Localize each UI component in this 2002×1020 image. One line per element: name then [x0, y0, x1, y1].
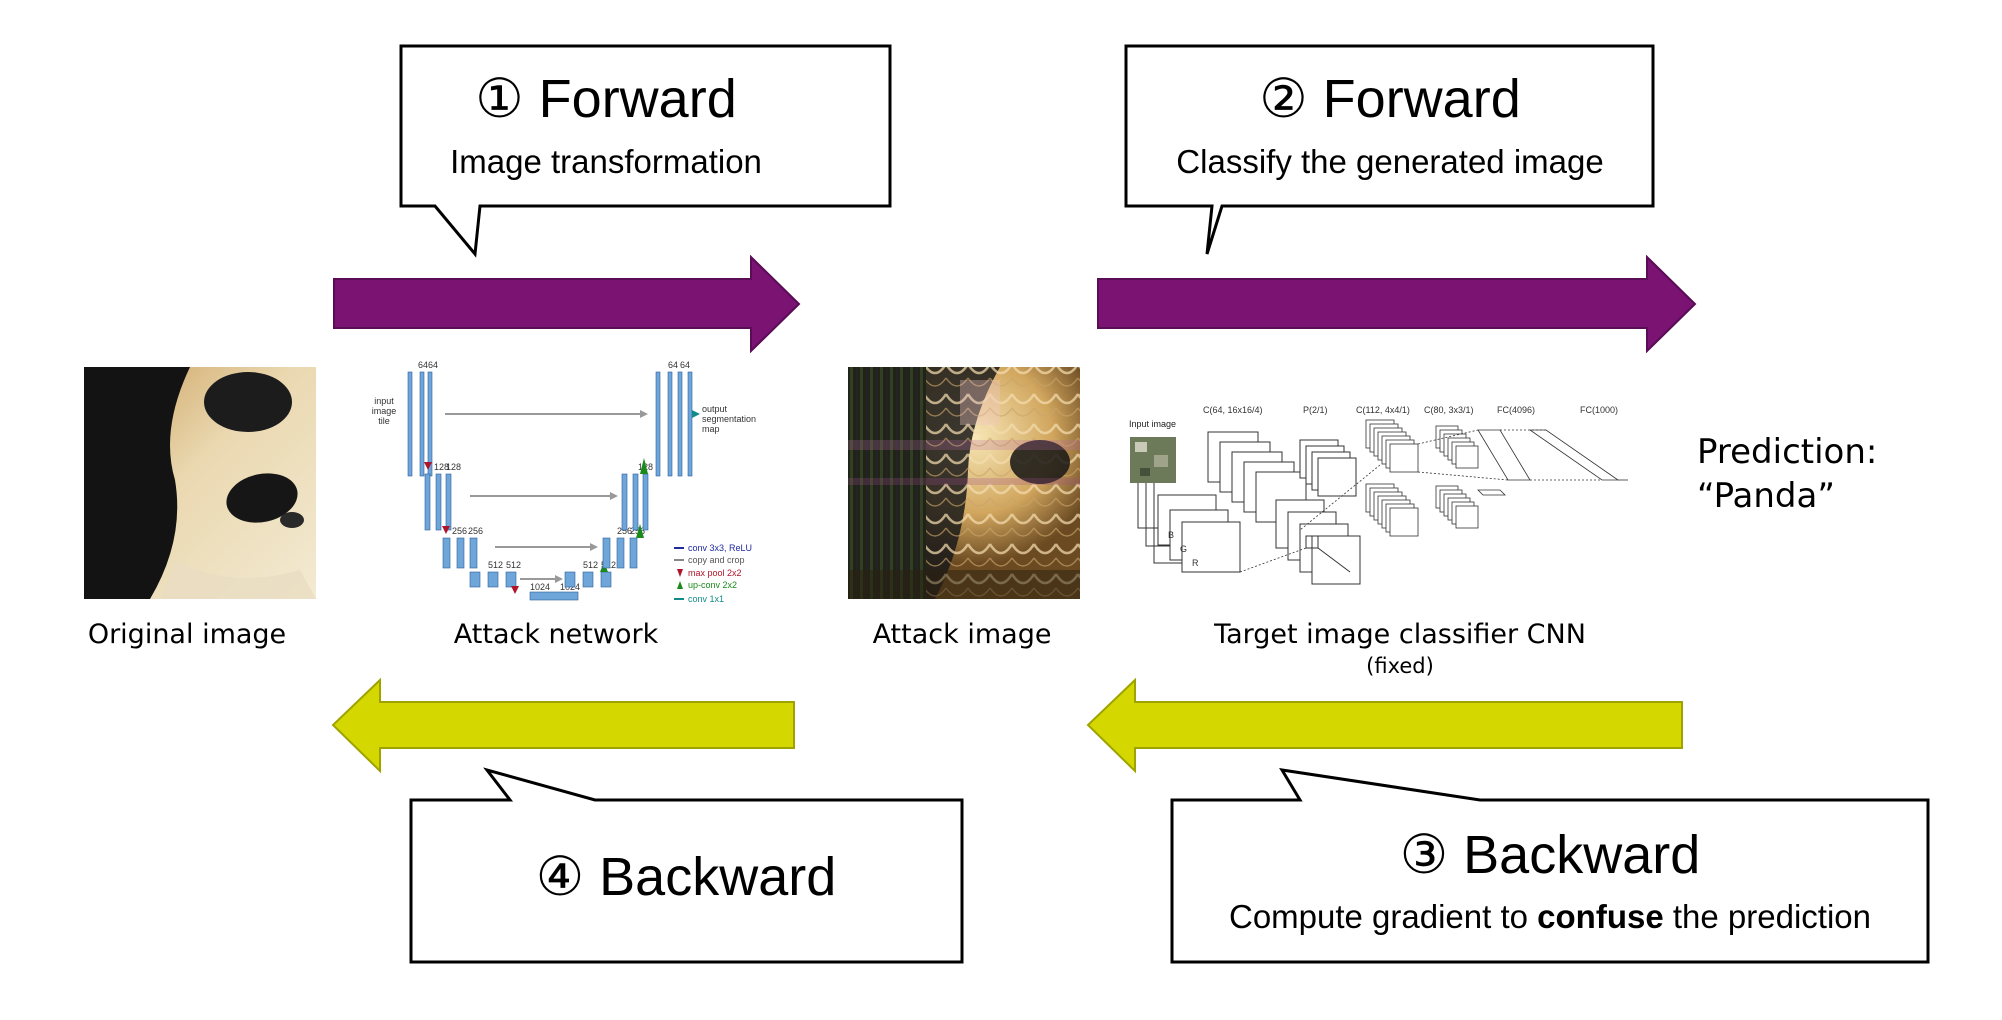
caption-original-image: Original image	[88, 619, 286, 650]
callout-step4: ④ Backward	[409, 767, 964, 964]
unet-ch-9: 1024	[530, 582, 550, 592]
attack-network-diagram: input image tile 64 64 128 128 256 256	[370, 360, 760, 612]
unet-legend: conv 3x3, ReLU copy and crop max pool 2x…	[674, 543, 752, 604]
callout-step2: ② Forward Classify the generated image	[1124, 44, 1655, 255]
attack-image	[848, 367, 1080, 599]
target-cnn-diagram: Input image	[1129, 405, 1628, 585]
step4-title: ④ Backward	[536, 847, 837, 907]
callout-step1: ① Forward Image transformation	[399, 44, 892, 258]
unet-input-label-1: input	[374, 396, 394, 406]
cnn-layer-4: C(80, 3x3/1)	[1424, 405, 1474, 415]
unet-ch-13: 256	[617, 526, 632, 536]
step3-subtitle-bold: confuse	[1537, 898, 1664, 935]
legend-copy: copy and crop	[688, 555, 745, 565]
cnn-layer-5: FC(4096)	[1497, 405, 1535, 415]
callout-step3: ③ Backward Compute gradient to confuse t…	[1170, 768, 1930, 964]
unet-ch-2: 64	[428, 360, 438, 370]
legend-maxpool: max pool 2x2	[688, 568, 742, 578]
prediction-label: Prediction:	[1697, 432, 1877, 472]
cnn-branch-r: R	[1192, 558, 1199, 568]
step3-subtitle-pre: Compute gradient to	[1229, 898, 1537, 935]
unet-ch-11: 512	[583, 560, 598, 570]
unet-ch-16: 64	[668, 360, 678, 370]
cnn-branch-g: G	[1180, 544, 1187, 554]
unet-ch-14: 256	[630, 526, 645, 536]
cnn-layer-6: FC(1000)	[1580, 405, 1618, 415]
unet-input-label-3: tile	[378, 416, 390, 426]
unet-ch-17: 64	[680, 360, 690, 370]
step1-title: ① Forward	[475, 69, 736, 129]
unet-ch-7: 512	[488, 560, 503, 570]
unet-ch-6: 256	[468, 526, 483, 536]
step2-subtitle: Classify the generated image	[1176, 143, 1603, 180]
unet-input-label-2: image	[372, 406, 397, 416]
forward-arrow-1	[333, 254, 801, 354]
forward-arrow-2	[1097, 254, 1697, 354]
step3-subtitle-post: the prediction	[1664, 898, 1871, 935]
cnn-layer-2: P(2/1)	[1303, 405, 1328, 415]
unet-ch-4: 128	[446, 462, 461, 472]
cnn-input-label: Input image	[1129, 419, 1176, 429]
step3-title: ③ Backward	[1400, 825, 1701, 885]
caption-attack-network: Attack network	[454, 619, 659, 650]
step2-title: ② Forward	[1259, 69, 1520, 129]
unet-ch-3: 128	[434, 462, 449, 472]
cnn-layer-1: C(64, 16x16/4)	[1203, 405, 1263, 415]
unet-output-label-2: segmentation	[702, 414, 756, 424]
original-image	[84, 367, 316, 599]
unet-ch-8: 512	[506, 560, 521, 570]
step3-subtitle: Compute gradient to confuse the predicti…	[1229, 898, 1871, 935]
unet-output-label-1: output	[702, 404, 728, 414]
unet-ch-1: 64	[418, 360, 428, 370]
caption-attack-image: Attack image	[873, 619, 1052, 650]
prediction-value: “Panda”	[1697, 476, 1835, 516]
cnn-branch-b: B	[1168, 530, 1174, 540]
legend-conv1x1: conv 1x1	[688, 594, 724, 604]
unet-output-label-3: map	[702, 424, 720, 434]
step1-subtitle: Image transformation	[450, 143, 762, 180]
backward-arrow-4	[331, 677, 795, 774]
legend-upconv: up-conv 2x2	[688, 580, 737, 590]
cnn-layer-3: C(112, 4x4/1)	[1356, 405, 1410, 415]
legend-conv: conv 3x3, ReLU	[688, 543, 752, 553]
backward-arrow-3	[1086, 677, 1683, 774]
caption-fixed-note: (fixed)	[1366, 654, 1434, 678]
caption-target-classifier: Target image classifier CNN	[1213, 619, 1586, 650]
unet-ch-5: 256	[452, 526, 467, 536]
